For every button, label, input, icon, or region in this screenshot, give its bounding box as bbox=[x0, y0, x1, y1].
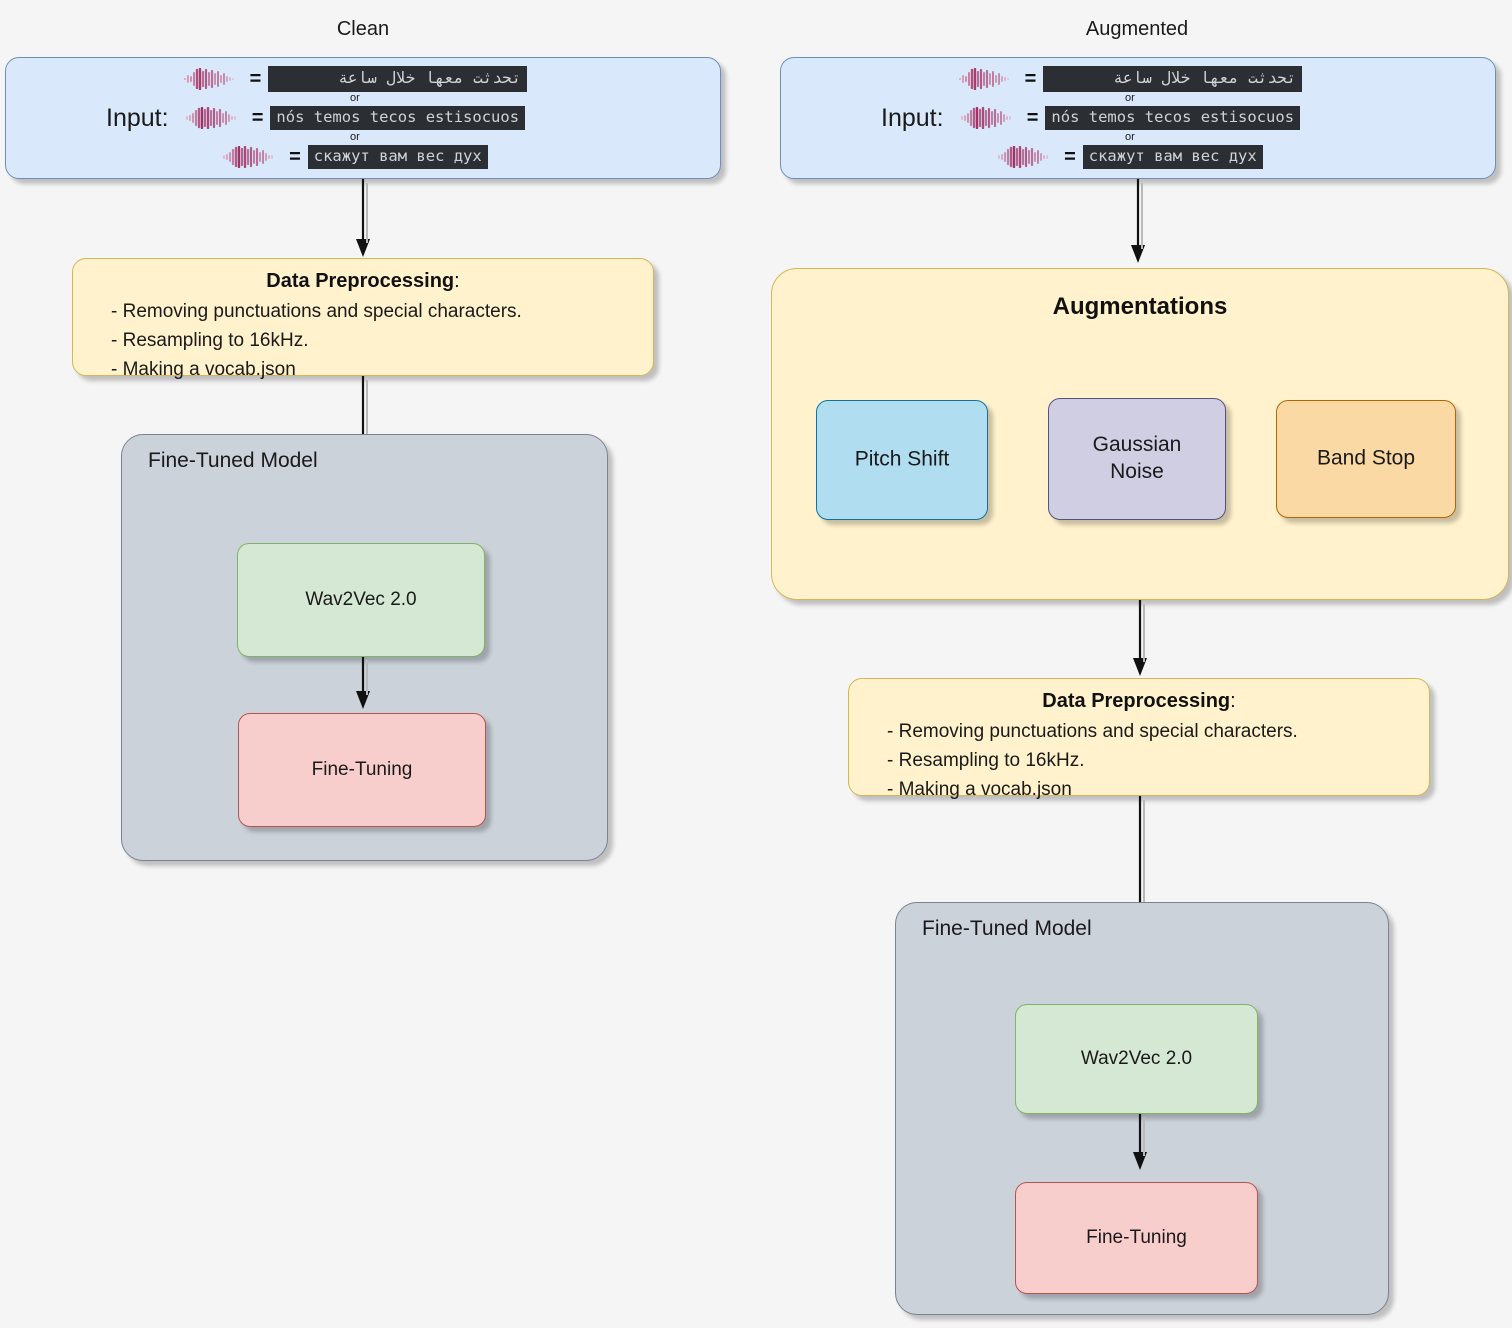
input-sample-row: = скажут вам вес дух bbox=[222, 143, 488, 171]
or-separator: or bbox=[350, 92, 360, 104]
input-label-augmented: Input: bbox=[881, 103, 944, 132]
augmentation-label: Gaussian Noise bbox=[1049, 432, 1225, 486]
augmentation-label: Pitch Shift bbox=[854, 447, 950, 471]
preprocessing-line: - Removing punctuations and special char… bbox=[887, 721, 1298, 742]
transcript-portuguese: nós temos tecos estisocuos bbox=[1045, 105, 1301, 131]
arrow-input-to-preprocessing-clean bbox=[356, 179, 370, 257]
input-sample-row: = nós temos tecos estisocuos bbox=[185, 104, 526, 132]
preprocessing-box-clean: Data Preprocessing: - Removing punctuati… bbox=[72, 258, 654, 380]
wav2vec-label: Wav2Vec 2.0 bbox=[1080, 1047, 1193, 1069]
preprocessing-title-bold: Data Preprocessing bbox=[266, 270, 455, 292]
augmentation-gaussian-noise: Gaussian Noise bbox=[1048, 398, 1226, 520]
arrow-wav2vec-to-finetuning-augmented bbox=[1133, 1114, 1147, 1170]
equals-sign: = bbox=[251, 107, 264, 129]
preprocessing-line: - Removing punctuations and special char… bbox=[111, 301, 522, 322]
fine-tuning-label: Fine-Tuning bbox=[1086, 1226, 1187, 1248]
audio-waveform-icon bbox=[998, 146, 1049, 168]
column-title-clean: Clean bbox=[336, 18, 390, 40]
column-title-augmented: Augmented bbox=[1085, 18, 1189, 40]
input-sample-row: = скажут вам вес дух bbox=[997, 143, 1263, 171]
or-separator: or bbox=[350, 131, 360, 143]
transcript-russian: скажут вам вес дух bbox=[1082, 144, 1263, 170]
wav2vec-node-augmented: Wav2Vec 2.0 bbox=[1015, 1004, 1258, 1114]
augmentation-label-line2: Noise bbox=[1110, 460, 1164, 483]
preprocessing-box-augmented: Data Preprocessing: - Removing punctuati… bbox=[848, 678, 1430, 800]
transcript-russian: скажут вам вес дух bbox=[307, 144, 488, 170]
wav2vec-label: Wav2Vec 2.0 bbox=[305, 588, 417, 610]
input-label-clean: Input: bbox=[106, 103, 169, 132]
preprocessing-title: Data Preprocessing: bbox=[863, 690, 1415, 713]
augmentation-label-line1: Gaussian bbox=[1092, 433, 1182, 457]
augmentation-band-stop: Band Stop bbox=[1276, 400, 1456, 518]
audio-waveform-icon bbox=[223, 146, 274, 168]
equals-sign: = bbox=[1026, 107, 1039, 129]
equals-sign: = bbox=[289, 146, 301, 168]
input-box-augmented: Input: bbox=[780, 57, 1496, 179]
preprocessing-title-suffix: : bbox=[454, 270, 460, 292]
fine-tuning-node-augmented: Fine-Tuning bbox=[1015, 1182, 1258, 1294]
audio-waveform-icon bbox=[960, 107, 1011, 129]
wav2vec-node-clean: Wav2Vec 2.0 bbox=[237, 543, 485, 657]
or-separator: or bbox=[1125, 131, 1135, 143]
input-sample-row: = تحدثت معها خلال ساعة bbox=[183, 65, 528, 93]
preprocessing-line: - Making a vocab.json bbox=[887, 778, 1072, 800]
equals-sign: = bbox=[249, 68, 262, 90]
transcript-portuguese: nós temos tecos estisocuos bbox=[270, 105, 526, 131]
group-caption-clean: Fine-Tuned Model bbox=[148, 449, 318, 472]
equals-sign: = bbox=[1024, 68, 1037, 90]
transcript-arabic: تحدثت معها خلال ساعة bbox=[1043, 66, 1303, 92]
arrow-input-to-augmentations bbox=[1131, 179, 1145, 263]
augmentations-title: Augmentations bbox=[1052, 293, 1228, 320]
or-separator: or bbox=[1125, 92, 1135, 104]
preprocessing-title: Data Preprocessing: bbox=[87, 270, 639, 293]
input-sample-row: = تحدثت معها خلال ساعة bbox=[958, 65, 1303, 93]
augmentation-pitch-shift: Pitch Shift bbox=[816, 400, 988, 520]
arrow-wav2vec-to-finetuning-clean bbox=[356, 657, 370, 709]
preprocessing-title-suffix: : bbox=[1230, 690, 1236, 712]
group-caption-augmented: Fine-Tuned Model bbox=[922, 917, 1092, 940]
fine-tuning-node-clean: Fine-Tuning bbox=[238, 713, 486, 827]
fine-tuning-label: Fine-Tuning bbox=[311, 758, 413, 780]
arrow-augmentations-to-preprocessing bbox=[1133, 600, 1147, 676]
input-box-clean: Input: bbox=[5, 57, 721, 179]
preprocessing-line: - Resampling to 16kHz. bbox=[887, 749, 1085, 771]
equals-sign: = bbox=[1064, 146, 1076, 168]
augmentation-label: Band Stop bbox=[1316, 446, 1416, 470]
audio-waveform-icon bbox=[185, 107, 236, 129]
input-sample-row: = nós temos tecos estisocuos bbox=[960, 104, 1301, 132]
preprocessing-line: - Making a vocab.json bbox=[111, 358, 296, 380]
preprocessing-title-bold: Data Preprocessing bbox=[1042, 690, 1231, 712]
audio-waveform-icon bbox=[958, 68, 1009, 90]
transcript-arabic: تحدثت معها خلال ساعة bbox=[268, 66, 528, 92]
audio-waveform-icon bbox=[183, 68, 234, 90]
preprocessing-line: - Resampling to 16kHz. bbox=[111, 329, 309, 351]
